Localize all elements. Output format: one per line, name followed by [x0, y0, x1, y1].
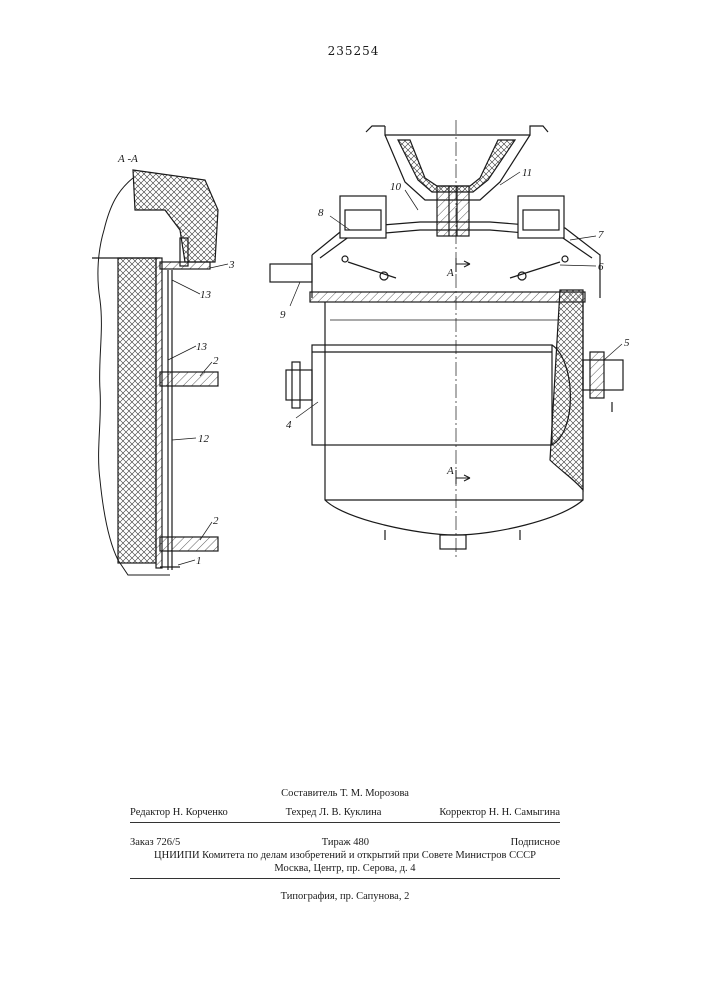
- label-12: 12: [198, 433, 210, 445]
- tech-editor: Техред Л. В. Куклина: [286, 806, 382, 819]
- label-11: 11: [522, 167, 532, 179]
- label-8: 8: [318, 207, 324, 219]
- imprint-printing-block: Типография, пр. Сапунова, 2: [130, 890, 560, 903]
- divider: [130, 822, 560, 823]
- label-2-top: 2: [213, 355, 219, 367]
- imprint-order-block: Заказ 726/5 Тираж 480 Подписное ЦНИИПИ К…: [130, 836, 560, 882]
- label-9: 9: [280, 309, 286, 321]
- main-elevation-view: [270, 126, 623, 549]
- label-10: 10: [390, 181, 402, 193]
- technical-drawing: А -А 3 13 13 2 12 2 1: [0, 0, 707, 760]
- label-13-top: 13: [200, 289, 212, 301]
- section-title-a-a: А -А: [117, 153, 138, 165]
- section-view-a-a: [92, 170, 228, 575]
- label-5: 5: [624, 337, 630, 349]
- label-1: 1: [196, 555, 202, 567]
- order-number: Заказ 726/5: [130, 836, 180, 849]
- imprint-compiler-block: Составитель Т. М. Морозова: [130, 787, 560, 800]
- label-3: 3: [228, 259, 235, 271]
- editor: Редактор Н. Корченко: [130, 806, 228, 819]
- subscription: Подписное: [511, 836, 560, 849]
- label-2-bottom: 2: [213, 515, 219, 527]
- proofreader: Корректор Н. Н. Самыгина: [439, 806, 560, 819]
- cut-label-top: А: [446, 267, 454, 279]
- printing-house: Типография, пр. Сапунова, 2: [130, 890, 560, 903]
- compiler: Составитель Т. М. Морозова: [130, 787, 560, 800]
- address: Москва, Центр, пр. Серова, д. 4: [130, 862, 560, 875]
- circulation: Тираж 480: [322, 836, 369, 849]
- institute: ЦНИИПИ Комитета по делам изобретений и о…: [130, 849, 560, 862]
- label-4: 4: [286, 419, 292, 431]
- label-7: 7: [598, 229, 604, 241]
- label-6: 6: [598, 261, 604, 273]
- divider: [130, 878, 560, 879]
- imprint-editors-block: Редактор Н. Корченко Техред Л. В. Куклин…: [130, 806, 560, 826]
- cut-label-bottom: А: [446, 465, 454, 477]
- label-13-mid: 13: [196, 341, 208, 353]
